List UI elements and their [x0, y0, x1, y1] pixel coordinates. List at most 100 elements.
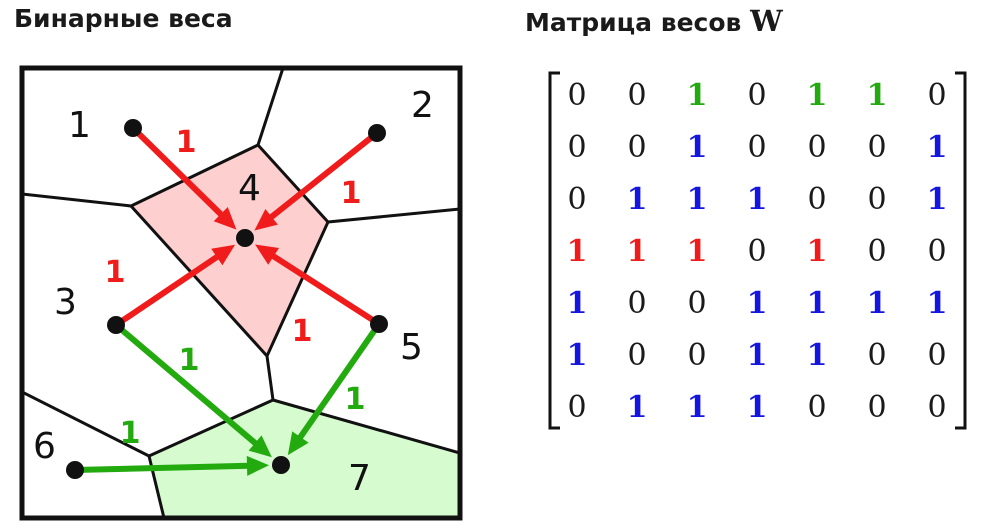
node-point [236, 229, 254, 247]
matrix-title-text: Матрица весов [525, 8, 742, 37]
matrix-cell: 1 [687, 78, 708, 113]
matrix-cell: 1 [687, 182, 708, 217]
matrix-cell: 1 [687, 390, 708, 425]
arrowhead [255, 244, 280, 265]
node-7: 7 [272, 456, 371, 499]
node-point [107, 316, 125, 334]
edge-weight-label: 1 [120, 416, 141, 451]
node-label: 4 [238, 168, 261, 209]
edge-5-to-7: 1 [287, 322, 382, 456]
matrix-cell: 1 [627, 234, 648, 269]
node-3: 3 [54, 282, 125, 334]
matrix-cell: 0 [927, 390, 946, 425]
node-point [370, 315, 388, 333]
arrowhead [211, 244, 236, 266]
edge-3-to-4: 1 [105, 244, 236, 328]
matrix-row-6: 1 0 0 1 1 0 0 [567, 338, 947, 373]
matrix-symbol: W [750, 4, 783, 38]
matrix-cell: 0 [927, 78, 946, 113]
matrix-cell: 1 [927, 182, 948, 217]
matrix-cell: 1 [807, 286, 828, 321]
matrix-cell: 0 [747, 234, 766, 269]
matrix-cell: 0 [747, 78, 766, 113]
matrix-cell: 0 [627, 286, 646, 321]
matrix-cell: 1 [627, 182, 648, 217]
edge-line [74, 462, 250, 473]
edge-line [114, 322, 259, 447]
edge-1-to-4: 1 [130, 125, 237, 230]
edge-line [114, 253, 221, 328]
matrix-cell: 0 [867, 130, 886, 165]
matrix-cell: 1 [927, 286, 948, 321]
node-label: 5 [400, 327, 423, 368]
matrix-cell: 1 [747, 338, 768, 373]
edge-5-to-4: 1 [255, 244, 381, 349]
map-frame [19, 65, 463, 521]
matrix-cell: 0 [687, 338, 706, 373]
node-1: 1 [68, 105, 142, 146]
matrix-cell: 0 [867, 234, 886, 269]
arrowhead [248, 435, 272, 458]
edge-weight-label: 1 [179, 343, 200, 378]
matrix-cell: 0 [687, 286, 706, 321]
matrix-brackets [548, 71, 967, 430]
edge-weight-label: 1 [345, 382, 366, 417]
matrix-cell: 0 [807, 390, 826, 425]
edge-3-to-7: 1 [114, 322, 272, 458]
edge-line [270, 252, 381, 327]
edge-weight-label: 1 [176, 125, 197, 160]
edge-2-to-4: 1 [254, 130, 379, 231]
region-7 [149, 400, 460, 518]
matrix-cell: 0 [567, 130, 586, 165]
node-point [368, 124, 386, 142]
matrix-cell: 1 [867, 78, 888, 113]
left-bracket [548, 71, 560, 430]
matrix-cell: 0 [927, 338, 946, 373]
matrix-cell: 0 [807, 130, 826, 165]
right-bracket [955, 71, 967, 430]
matrix-cell: 0 [747, 130, 766, 165]
matrix-cell: 0 [627, 338, 646, 373]
node-label: 6 [33, 426, 56, 467]
arrowhead [246, 455, 270, 476]
node-label: 1 [68, 105, 91, 146]
matrix-cell: 0 [627, 78, 646, 113]
matrix-cell: 1 [867, 286, 888, 321]
node-4: 4 [236, 168, 261, 247]
matrix-cell: 1 [807, 78, 828, 113]
arrowhead [213, 207, 237, 230]
matrix-cell: 0 [927, 234, 946, 269]
node-6: 6 [33, 426, 84, 479]
matrix-title: Матрица весов W [525, 4, 783, 38]
matrix-cell: 1 [687, 130, 708, 165]
matrix-cell: 1 [567, 338, 588, 373]
matrix-cell: 0 [807, 182, 826, 217]
arrowhead [287, 431, 309, 456]
edge-line [296, 322, 382, 441]
matrix-cell: 1 [807, 338, 828, 373]
matrix-cell: 1 [807, 234, 828, 269]
edge-6-to-7: 1 [74, 416, 270, 476]
edge-weight-label: 1 [105, 255, 126, 290]
node-point [66, 461, 84, 479]
matrix-cell: 1 [627, 390, 648, 425]
matrix-cell: 1 [747, 286, 768, 321]
matrix-cell: 0 [867, 182, 886, 217]
node-point [272, 456, 290, 474]
edge-line [268, 130, 379, 221]
matrix-cell: 1 [747, 390, 768, 425]
matrix-cell: 1 [927, 130, 948, 165]
matrix-cell: 0 [867, 338, 886, 373]
node-5: 5 [370, 315, 423, 368]
edge-weight-label: 1 [292, 314, 313, 349]
